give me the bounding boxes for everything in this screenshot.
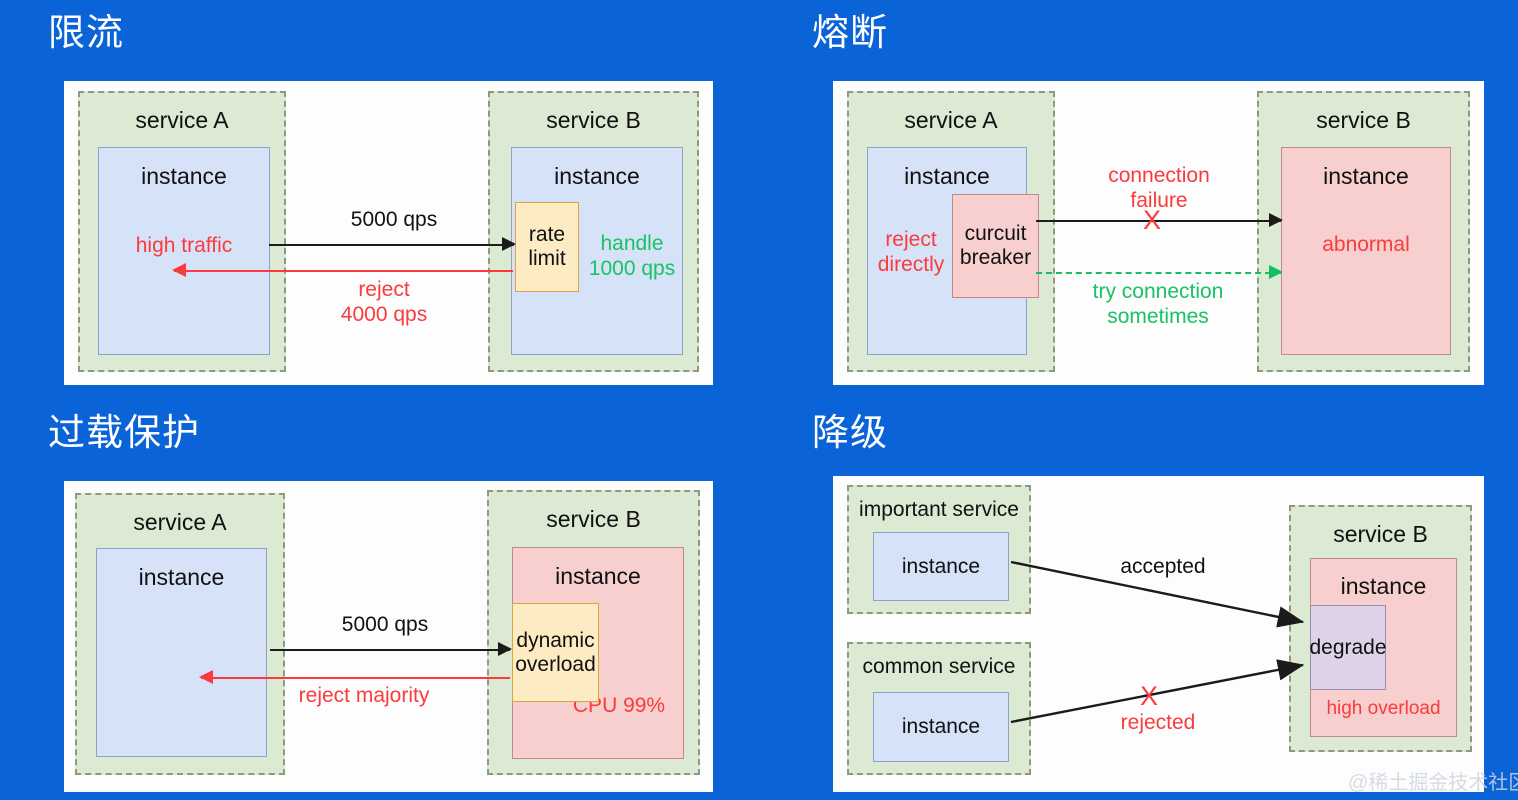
service-a-instance-label-op: instance [138, 564, 225, 590]
service-b-instance-label-deg: instance [1340, 573, 1427, 599]
service-a-label: service A [135, 107, 229, 133]
service-b-instance-label: instance [554, 163, 640, 189]
service-b-label-cb: service B [1316, 107, 1411, 133]
reject-majority-label: reject majority [298, 684, 430, 707]
service-b-container: service B instance handle 1000 qps rate … [488, 91, 699, 372]
panel-card-degradation: important service instance common servic… [833, 476, 1484, 792]
service-a-instance: instance high traffic [98, 147, 270, 355]
service-b-instance-cb: instance abnormal [1281, 147, 1451, 355]
reject-directly-note: reject directly [877, 228, 945, 276]
panel-card-overload-protection: service A instance service B instance CP… [64, 481, 713, 792]
high-overload-note: high overload [1326, 698, 1441, 719]
reject-arrow-label: reject 4000 qps [340, 278, 428, 326]
circuit-breaker-gate: curcuit breaker [952, 194, 1039, 298]
rejected-x-icon: X [1140, 681, 1159, 711]
important-service-instance: instance [873, 532, 1009, 601]
watermark: @稀土掘金技术社区 [1348, 772, 1518, 794]
service-a-container-op: service A instance [75, 493, 285, 775]
try-connection-label: try connection sometimes [1092, 280, 1224, 328]
panel-title-circuit-breaking: 熔断 [812, 12, 888, 53]
important-service-container: important service instance [847, 485, 1031, 614]
request-arrow-label: 5000 qps [350, 208, 438, 231]
accepted-arrow-label: accepted [1120, 555, 1206, 578]
abnormal-note: abnormal [1322, 233, 1410, 256]
service-b-container-deg: service B instance high overload degrade [1289, 505, 1472, 752]
important-service-instance-label: instance [901, 555, 981, 578]
service-b-label: service B [546, 107, 641, 133]
panel-title-degradation: 降级 [812, 412, 888, 453]
panel-title-rate-limiting: 限流 [48, 12, 124, 53]
dynamic-overload-gate: dynamic overload [512, 603, 599, 702]
degradation-arrows [1010, 560, 1305, 724]
common-service-instance-label: instance [901, 715, 981, 738]
service-b-label-op: service B [546, 506, 641, 532]
service-b-instance-label-cb: instance [1323, 163, 1409, 189]
service-a-container-cb: service A instance reject directly curcu… [847, 91, 1055, 372]
connection-failure-label: connection failure [1108, 164, 1210, 212]
common-service-instance: instance [873, 692, 1009, 762]
service-a-label-op: service A [133, 509, 227, 535]
connection-failure-x-icon: X [1143, 205, 1162, 235]
service-b-container-cb: service B instance abnormal [1257, 91, 1470, 372]
service-a-container: service A instance high traffic [78, 91, 286, 372]
rejected-arrow-label: rejected [1120, 711, 1196, 734]
common-service-container: common service instance [847, 642, 1031, 775]
service-b-container-op: service B instance CPU 99% dynamic overl… [487, 490, 700, 775]
service-b-label-deg: service B [1333, 521, 1428, 547]
request-arrow-label-op: 5000 qps [341, 613, 429, 636]
panel-card-rate-limiting: service A instance high traffic service … [64, 81, 713, 385]
common-service-label: common service [862, 655, 1016, 678]
service-a-instance-label: instance [141, 163, 227, 189]
service-a-label-cb: service A [904, 107, 998, 133]
panel-card-circuit-breaking: service A instance reject directly curcu… [833, 81, 1484, 385]
panel-title-overload-protection: 过载保护 [48, 412, 200, 453]
service-b-handle-note: handle 1000 qps [588, 232, 676, 280]
degrade-gate: degrade [1309, 605, 1387, 690]
service-b-instance-label-op: instance [555, 563, 641, 589]
service-a-instance-op: instance [96, 548, 267, 757]
service-a-instance-label-cb: instance [904, 163, 990, 189]
rate-limit-gate: rate limit [515, 202, 579, 292]
service-a-instance-note: high traffic [135, 234, 233, 257]
important-service-label: important service [859, 498, 1019, 521]
